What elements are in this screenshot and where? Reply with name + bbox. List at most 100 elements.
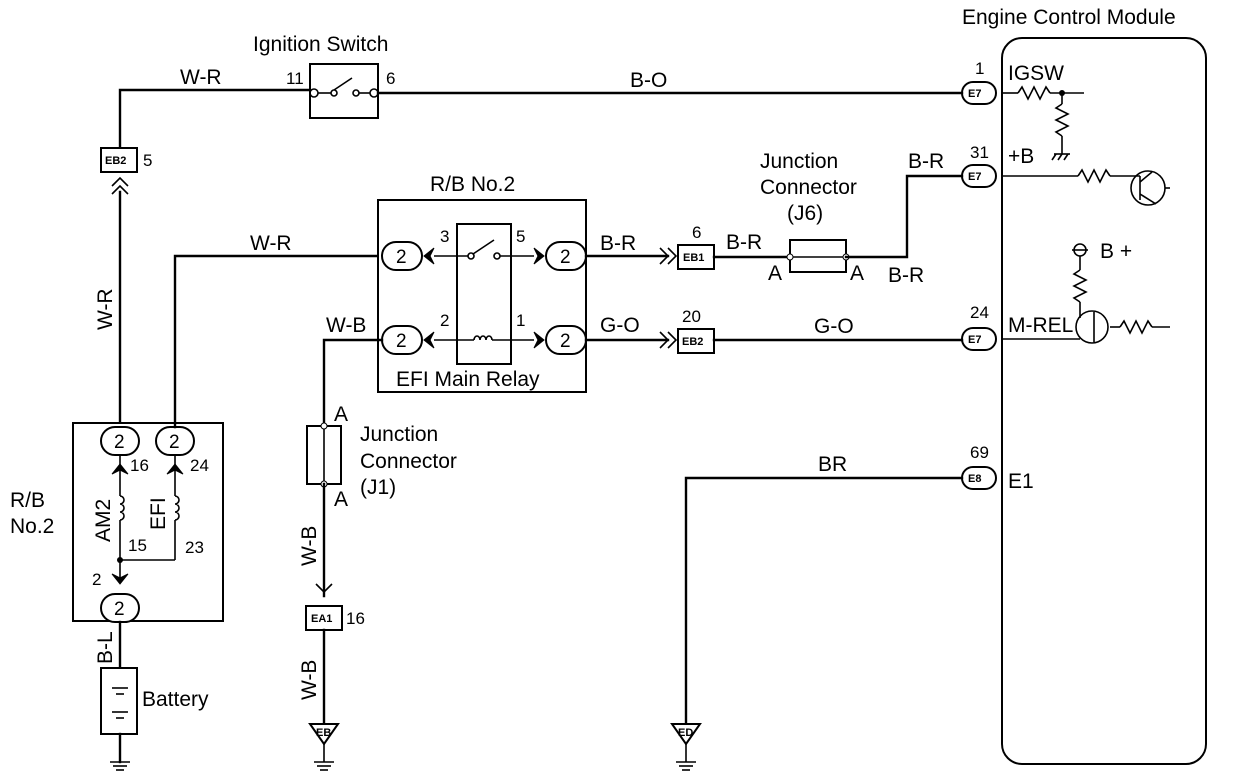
wire-label: W-R: [250, 232, 292, 255]
pin-number: 20: [682, 307, 701, 326]
ecm-box: [1001, 37, 1207, 765]
wire-label: B-R: [888, 264, 924, 287]
rb-title: R/B: [10, 489, 45, 512]
connector-code: EA1: [311, 613, 332, 625]
b-plus-label: B +: [1100, 240, 1132, 263]
pin-number: 23: [185, 538, 204, 557]
pin-label: E1: [1008, 470, 1034, 493]
ecm-pin-plus-b: 31 E7 +B: [961, 143, 1170, 206]
ground-point-icon: [308, 723, 340, 746]
wire-label: B-R: [908, 150, 944, 173]
resistor-icon: [1072, 269, 1088, 303]
wire-label: B-O: [630, 69, 667, 92]
connector-code: E8: [968, 473, 981, 485]
connector-code: 2: [396, 331, 407, 352]
j1-title: Junction: [360, 423, 438, 446]
pin-number: 15: [128, 536, 147, 555]
connector-arrow-icon: [533, 331, 545, 349]
connector-eb2-top: EB2 5: [100, 147, 152, 195]
pin-number: 11: [286, 69, 304, 88]
junction-connector-j1: A A Junction Connector (J1): [306, 403, 457, 511]
connector-arrow-icon: [423, 247, 435, 265]
connector-ea1: EA1 16: [305, 605, 365, 631]
connector-code: EB2: [105, 155, 126, 167]
pin-number: 16: [130, 456, 149, 475]
resistor-icon: [1054, 103, 1070, 137]
ground-point-icon: [670, 723, 702, 746]
wire-br: [684, 476, 964, 726]
switch-icon: [333, 77, 353, 91]
pin-number: 1: [975, 59, 984, 78]
pin-number: 1: [516, 311, 525, 330]
connector-code: EB1: [683, 252, 704, 264]
pin-number: 5: [516, 227, 525, 246]
connector-code: 2: [169, 432, 180, 453]
connector-arrow-icon: [659, 247, 678, 265]
j1-pin: A: [334, 403, 348, 426]
pin-number: 6: [386, 69, 395, 88]
pin-number: 24: [970, 303, 989, 322]
fuse-label: AM2: [92, 499, 115, 542]
pin-label: +B: [1008, 145, 1034, 168]
connector-arrow-icon: [533, 247, 545, 265]
engine-control-module: Engine Control Module: [962, 6, 1207, 765]
pin-number: 16: [346, 609, 365, 628]
connector-eb2-mid: 20 EB2: [677, 307, 715, 354]
pin-label: IGSW: [1008, 62, 1064, 85]
connector-arrow-icon: [659, 331, 678, 349]
connector-arrow-icon: [315, 583, 333, 594]
ignition-switch-title: Ignition Switch: [253, 33, 388, 56]
connector-code: 2: [560, 331, 571, 352]
j6-pin: A: [768, 262, 782, 285]
pin-number: 5: [143, 151, 152, 170]
pin-number: 69: [970, 443, 989, 462]
connector-code: EB2: [682, 336, 703, 348]
transistor-icon: [1075, 310, 1109, 344]
wire-label: W-R: [94, 288, 117, 330]
resistor-icon: [1077, 168, 1111, 184]
wire-label: BR: [818, 453, 847, 476]
rb-title: No.2: [10, 515, 54, 538]
pin-label: M-REL: [1008, 314, 1073, 337]
pin-number: 24: [190, 456, 209, 475]
wire-b-r-ecm: [844, 174, 964, 259]
rb-top-title: R/B No.2: [430, 173, 515, 196]
j6-pin: A: [850, 262, 864, 285]
connector-arrow-icon: [111, 573, 129, 585]
connector-eb1: 6 EB1: [677, 223, 715, 270]
wire-w-r-top: [118, 88, 312, 148]
connector-code: EB: [316, 727, 331, 739]
wire-label: W-R: [180, 66, 222, 89]
ground-eb: EB: [308, 723, 340, 771]
j6-title: Junction: [760, 150, 838, 173]
pin-number: 3: [440, 227, 449, 246]
efi-main-relay: R/B No.2 EFI Main Relay 2 2 2 2 3 5 2 1: [377, 173, 587, 393]
connector-code: E7: [968, 171, 981, 183]
junction-connector-j6: Junction Connector (J6) A A: [760, 150, 864, 285]
pin-number: 2: [92, 570, 101, 589]
connector-code: 2: [560, 247, 571, 268]
wire-w-r-efi: [173, 254, 384, 429]
wire-label: G-O: [600, 314, 640, 337]
connector-code: E7: [968, 88, 981, 100]
wire-label: B-R: [600, 232, 636, 255]
wire-label: G-O: [814, 315, 854, 338]
relay-block-left: R/B No.2 2 2 16 24 AM2 EFI 15 23 2 2: [10, 422, 224, 623]
ecm-pin-mrel: B + 24 E7 M-REL: [961, 240, 1170, 351]
pin-number: 2: [440, 311, 449, 330]
coil-icon: [473, 335, 493, 341]
fuse-label: EFI: [147, 497, 170, 530]
connector-code: ED: [678, 727, 693, 739]
ground-ed: ED: [670, 723, 702, 771]
switch-icon: [472, 239, 495, 255]
resistor-icon: [1017, 85, 1051, 101]
wire-label: W-B: [298, 660, 321, 700]
battery-label: Battery: [142, 688, 209, 711]
j1-pin: A: [334, 488, 348, 511]
battery: Battery: [100, 667, 209, 771]
battery-icon: [100, 667, 138, 735]
fuse-icon: [174, 495, 180, 521]
relay-title: EFI Main Relay: [396, 368, 540, 391]
fuse-icon: [119, 495, 125, 521]
